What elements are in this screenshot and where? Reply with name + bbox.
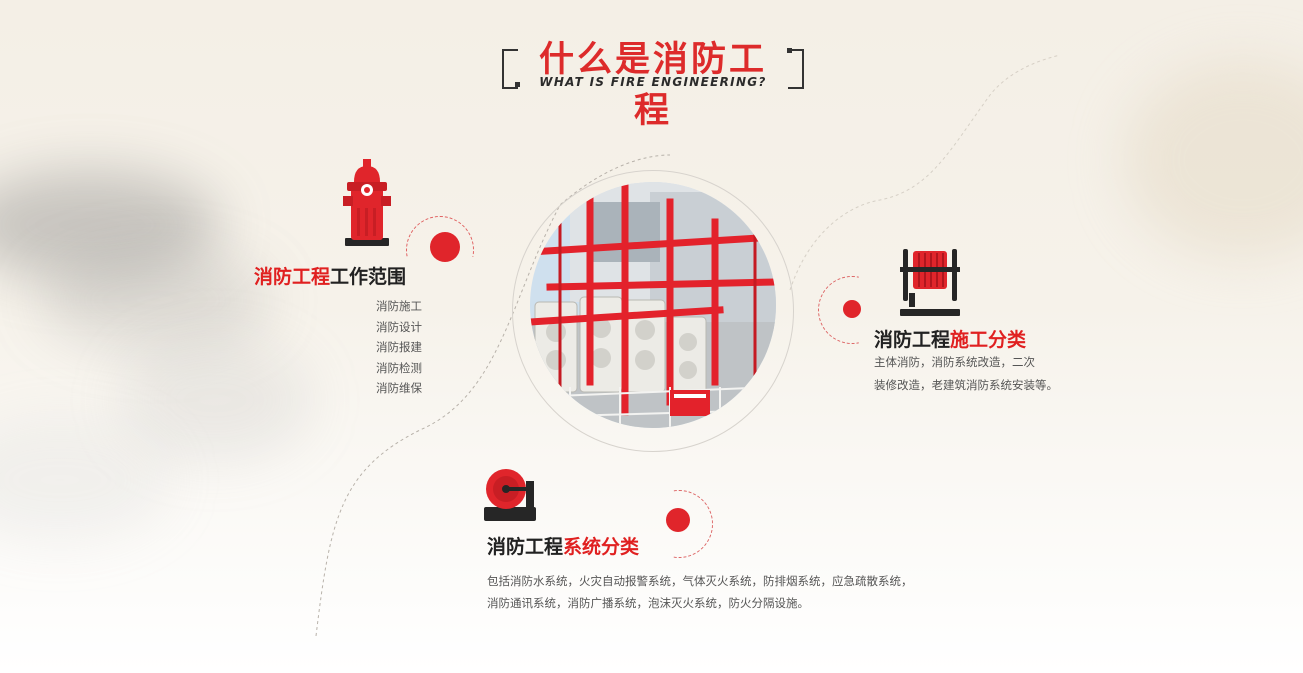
description-line: 装修改造，老建筑消防系统安装等。 — [874, 378, 1058, 392]
scope-item: 消防检测 — [376, 360, 422, 375]
red-dot — [843, 300, 861, 318]
scope-title: 消防工程工作范围 — [254, 266, 407, 288]
scope-item: 消防设计 — [376, 319, 422, 334]
section-subtitle: WHAT IS FIRE ENGINEERING? — [539, 75, 767, 89]
scope-list: 消防施工 消防设计 消防报建 消防检测 消防维保 — [370, 296, 422, 399]
photo-ring — [512, 170, 794, 452]
red-dot — [430, 232, 460, 262]
red-dot — [666, 508, 690, 532]
scope-item: 消防维保 — [376, 381, 422, 395]
ink-wash-decoration — [0, 170, 220, 280]
systems-title: 消防工程系统分类 — [487, 536, 640, 558]
title-dot — [515, 82, 520, 87]
section-title: 什么是消防工程 — [538, 40, 767, 131]
fire-hydrant-icon — [343, 159, 391, 246]
fire-pipe-installation-photo — [530, 182, 776, 428]
ink-wash-decoration — [0, 420, 170, 540]
construction-description: 主体消防，消防系统改造，二次 装修改造，老建筑消防系统安装等。 — [874, 351, 1058, 397]
systems-description: 包括消防水系统，火灾自动报警系统，气体灭火系统，防排烟系统，应急疏散系统， 消防… — [487, 570, 913, 614]
description-line: 消防通讯系统，消防广播系统，泡沫灭火系统，防火分隔设施。 — [487, 596, 809, 610]
fire-hose-reel-icon — [900, 249, 960, 316]
fire-alarm-bell-icon — [484, 469, 536, 521]
ink-wash-decoration — [40, 250, 270, 350]
title-bracket-right — [788, 49, 804, 89]
description-line: 包括消防水系统，火灾自动报警系统，气体灭火系统，防排烟系统，应急疏散系统， — [487, 574, 913, 588]
ink-wash-decoration — [120, 340, 310, 460]
scope-item: 消防施工 — [376, 299, 422, 313]
description-line: 主体消防，消防系统改造，二次 — [874, 355, 1035, 369]
title-dot — [787, 48, 792, 53]
title-bracket-left — [502, 49, 518, 89]
ink-wash-decoration — [1123, 60, 1303, 260]
scope-item: 消防报建 — [376, 340, 422, 354]
construction-title: 消防工程施工分类 — [874, 329, 1027, 351]
